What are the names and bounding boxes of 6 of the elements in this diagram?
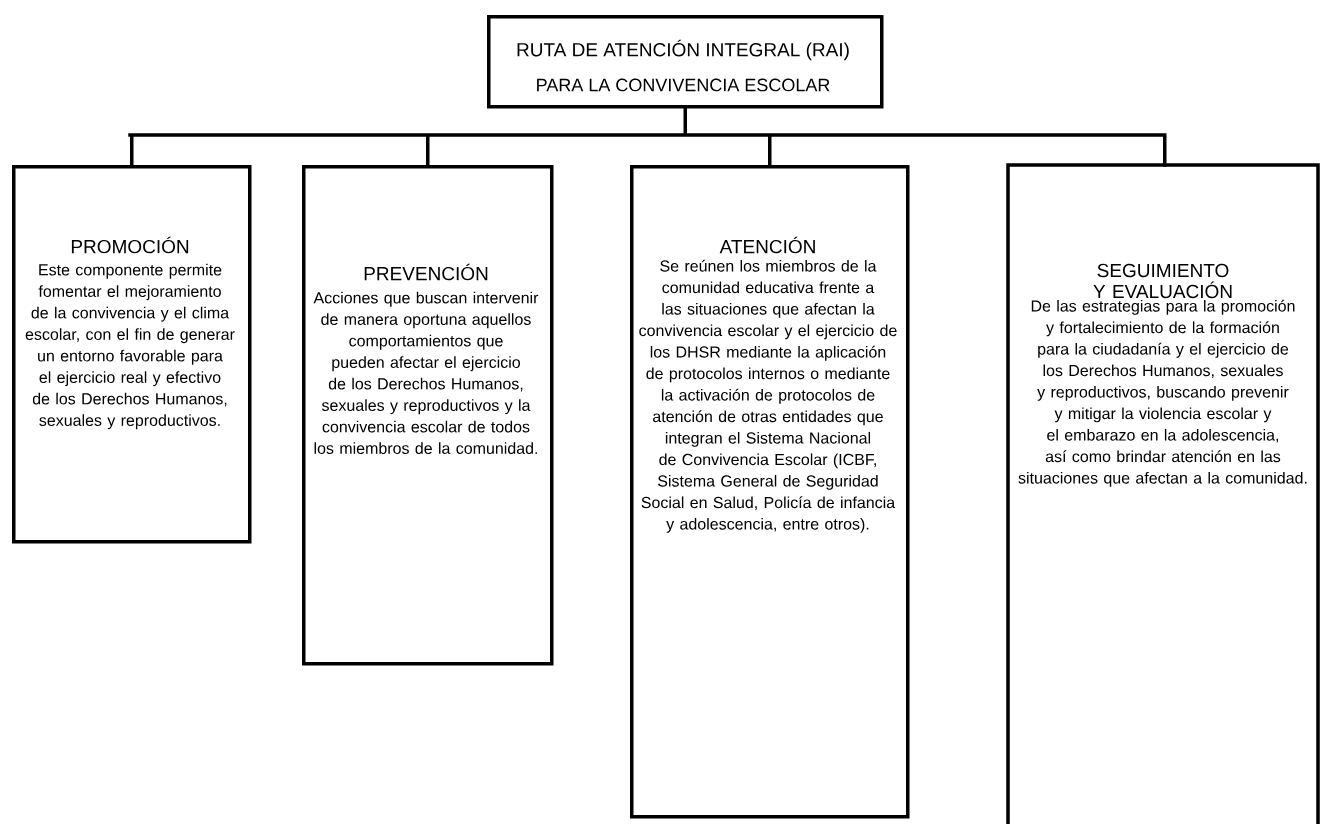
- title-box: RUTA DE ATENCIÓN INTEGRAL (RAI) PARA LA CONVIVENCIA ESCOLAR: [487, 15, 884, 109]
- text-box: ATENCIÓN Se reúnen los miembros de la comunidad educativa frente a las situaciones que afectan la convivencia escolar y el ejercicio de los DHSR mediante la aplicación de protocolos internos o mediante la activación de protocolos de atención de otras entidades que integran el Sistema Nacional de Convivencia Escolar (ICBF, Sistema General de Seguridad Social en Salud, Policía de infancia y adolescencia, entre otros).: [630, 165, 910, 819]
- text-box: PROMOCIÓN Este componente permite fomentar el mejoramiento de la convivencia y el clima escolar, con el fin de generar un entorno favorable para el ejercicio real y efectivo de los Derechos Humanos, sexuales y reproductivos.: [12, 165, 252, 544]
- text-box: PREVENCIÓN Acciones que buscan intervenir de manera oportuna aquellos comportamientos que pueden afectar el ejercicio de los Derechos Humanos, sexuales y reproductivos y la convivencia escolar de todos los miembros de la comunidad.: [302, 165, 554, 666]
- connector-tree: [128, 106, 1167, 167]
- text-box: SEGUIMIENTO Y EVALUACIÓN De las estrategias para la promoción y fortalecimiento de la formación para la ciudadanía y el ejercicio de los Derechos Humanos, sexuales y reproductivos, buscando prevenir y mitigar la violencia escolar y el embarazo en la adolescencia, así como brindar atención en las situaciones que afectan a la comunidad.: [1006, 163, 1320, 824]
